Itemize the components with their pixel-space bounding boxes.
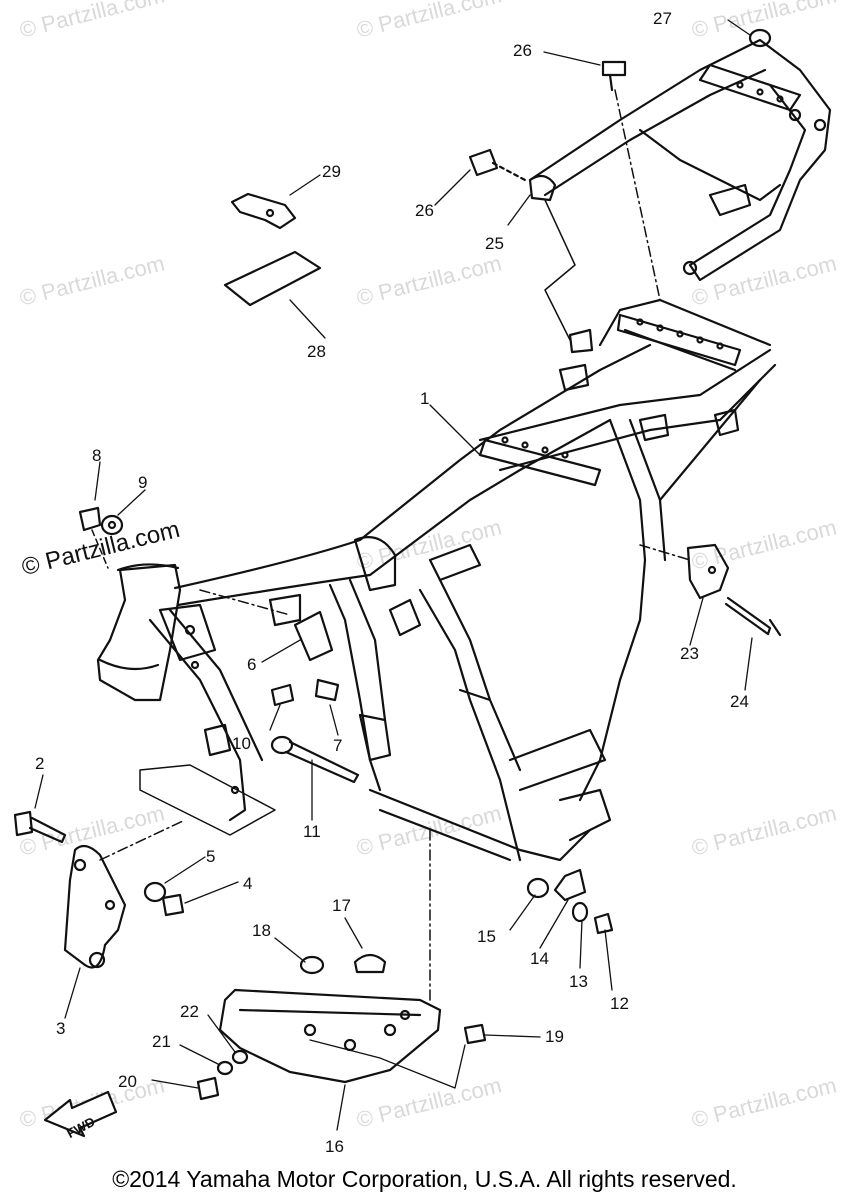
- assembly-lines: [91, 89, 691, 1001]
- bolt-24: [724, 596, 782, 637]
- collar-15: [526, 877, 550, 899]
- bracket-14: [553, 868, 587, 902]
- callout-13: 13: [569, 972, 588, 991]
- leader-lines: [34, 19, 753, 1131]
- bolt-26-top: [601, 60, 627, 92]
- skid-plate-16: [218, 988, 442, 1084]
- nut-12: [593, 912, 614, 935]
- callout-4: 4: [243, 874, 253, 893]
- callout-3: 3: [56, 1019, 66, 1038]
- callout-12: 12: [610, 994, 629, 1013]
- bracket-6: [293, 610, 334, 662]
- nut-8: [78, 506, 102, 532]
- collar-27: [748, 28, 772, 48]
- washer-13: [571, 901, 589, 923]
- callout-6: 6: [247, 655, 257, 674]
- fwd-arrow-icon: [43, 1090, 118, 1138]
- callout-5: 5: [206, 847, 216, 866]
- bolt-7: [314, 678, 340, 702]
- washer-9: [100, 514, 124, 536]
- bracket-29: [230, 192, 297, 230]
- callout-19: 19: [545, 1027, 564, 1046]
- bolt-20: [196, 1076, 220, 1101]
- callout-26-side: 26: [415, 201, 434, 220]
- rear-subframe: [528, 38, 832, 282]
- label-plate-28: [223, 250, 322, 307]
- damper-18: [299, 955, 325, 975]
- callout-15: 15: [477, 927, 496, 946]
- shaft-11: [270, 735, 360, 784]
- callout-21: 21: [152, 1032, 171, 1051]
- washer-22: [231, 1049, 249, 1065]
- washer-21: [216, 1060, 234, 1076]
- callout-7: 7: [333, 736, 343, 755]
- callout-25: 25: [485, 234, 504, 253]
- bolt-26-side: [468, 148, 527, 182]
- copyright-notice: ©2014 Yamaha Motor Corporation, U.S.A. A…: [112, 1166, 737, 1192]
- nut-4: [161, 893, 185, 917]
- callout-29: 29: [322, 162, 341, 181]
- callout-8: 8: [92, 446, 102, 465]
- plug-17: [353, 953, 387, 974]
- callout-18: 18: [252, 921, 271, 940]
- bolt-2: [13, 810, 67, 844]
- callout-11: 11: [303, 822, 321, 841]
- callout-24: 24: [730, 692, 749, 711]
- main-frame: [96, 298, 777, 862]
- callout-10: 10: [232, 734, 251, 753]
- side-stand-bracket-23: [686, 543, 730, 600]
- callout-16: 16: [325, 1137, 344, 1156]
- callout-27: 27: [653, 9, 672, 28]
- bolt-10: [270, 683, 295, 707]
- callout-28: 28: [307, 342, 326, 361]
- callout-9: 9: [138, 473, 148, 492]
- bolt-19: [463, 1023, 487, 1045]
- callout-22: 22: [180, 1002, 199, 1021]
- callout-17: 17: [332, 896, 351, 915]
- engine-mount-bracket-3: [63, 844, 127, 969]
- washer-5: [143, 881, 167, 903]
- callout-20: 20: [118, 1072, 137, 1091]
- callout-1: 1: [420, 389, 430, 408]
- callout-23: 23: [680, 644, 699, 663]
- callout-26-top: 26: [513, 41, 532, 60]
- callout-14: 14: [530, 949, 549, 968]
- callout-2: 2: [35, 754, 45, 773]
